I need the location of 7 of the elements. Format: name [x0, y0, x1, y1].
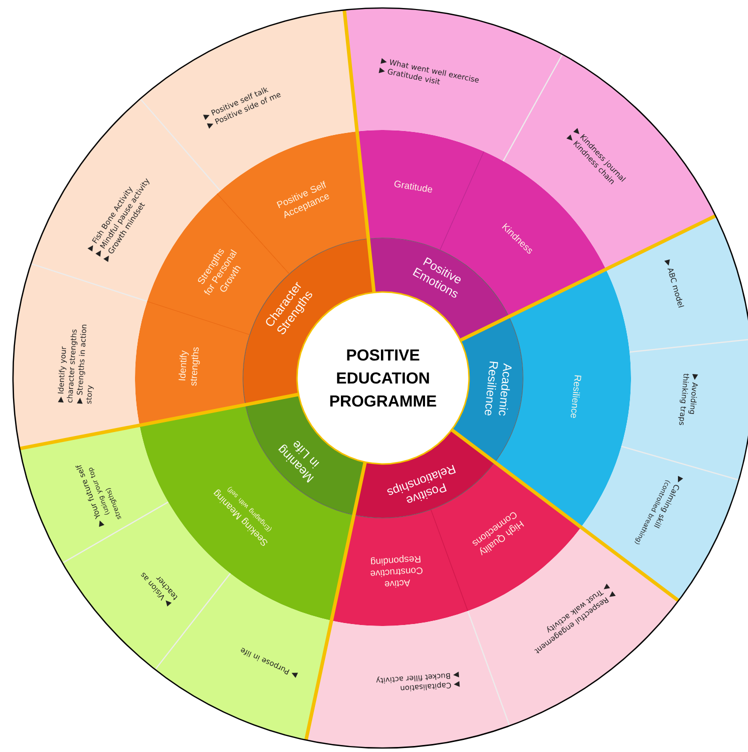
ring-segment: Active Constructive Responding: [331, 510, 468, 626]
node-label: Active Constructive Responding: [370, 555, 422, 588]
ring-segment: Gratitude: [357, 130, 484, 250]
node-label: Identify strengths: [178, 347, 200, 386]
node-label: Gratitude: [394, 180, 432, 193]
ring-segment: Academic Resilience: [452, 316, 523, 462]
ring-segment: Identify strengths: [135, 301, 250, 426]
